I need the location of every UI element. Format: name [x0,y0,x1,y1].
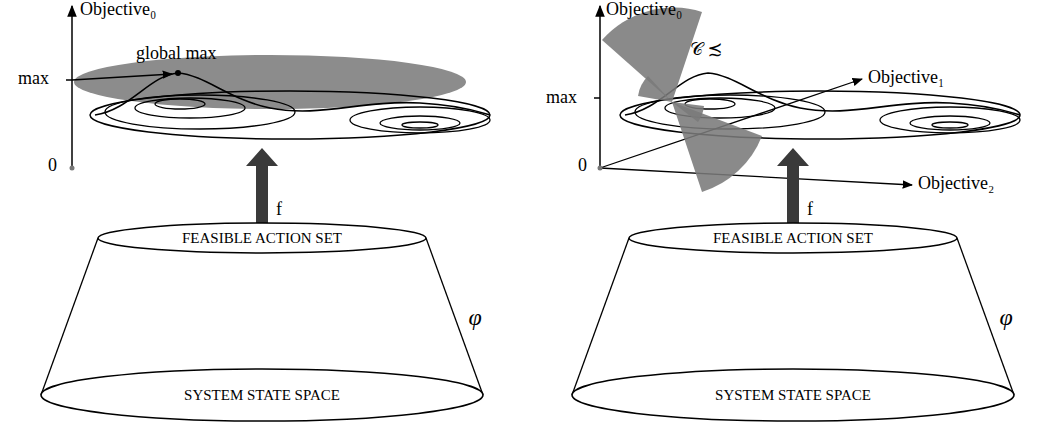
origin-dot [598,166,603,171]
ellipse-node: FEASIBLE ACTION SET [628,222,958,254]
axis-label: Objective₂ [918,174,994,194]
map-arrow [246,148,278,224]
frustum-side [572,238,629,395]
objective-axis [600,168,912,185]
map-arrow [777,148,809,224]
node-label: SYSTEM STATE SPACE [184,387,340,404]
origin-dot [70,166,75,171]
axis-label: 0 [48,156,57,176]
ellipse-node: SYSTEM STATE SPACE [40,368,484,422]
frustum-side [426,238,483,395]
node-label: FEASIBLE ACTION SET [182,230,342,247]
frustum-side [41,238,98,395]
ellipse-node: FEASIBLE ACTION SET [97,222,427,254]
cone [602,8,762,192]
axis-label: Objective₁ [868,68,944,88]
axis-label: max [546,88,577,108]
node-label: FEASIBLE ACTION SET [713,230,873,247]
axis-label: f [807,200,813,220]
frustum-side [957,238,1014,395]
objective-axis [599,6,601,168]
axis-label: Objective₀ [606,0,682,20]
axis-tick [66,79,72,81]
node-label: SYSTEM STATE SPACE [715,387,871,404]
axis-label: 0 [578,156,587,176]
global-max-pointer [72,74,172,80]
map-label: φ [469,305,482,329]
ellipse-node: SYSTEM STATE SPACE [571,368,1015,422]
objective-axis [71,6,73,168]
axis-label: f [276,200,282,220]
axis-tick [594,97,600,99]
global-max-dot [175,70,181,76]
axis-label: Objective₀ [80,0,156,20]
axis-label: max [18,69,49,89]
axis-label: 𝒞 ≾ [690,40,723,60]
axis-label: global max [136,44,216,64]
map-label: φ [1000,305,1013,329]
objective-surface [620,73,1020,139]
objective-surface [90,73,490,139]
